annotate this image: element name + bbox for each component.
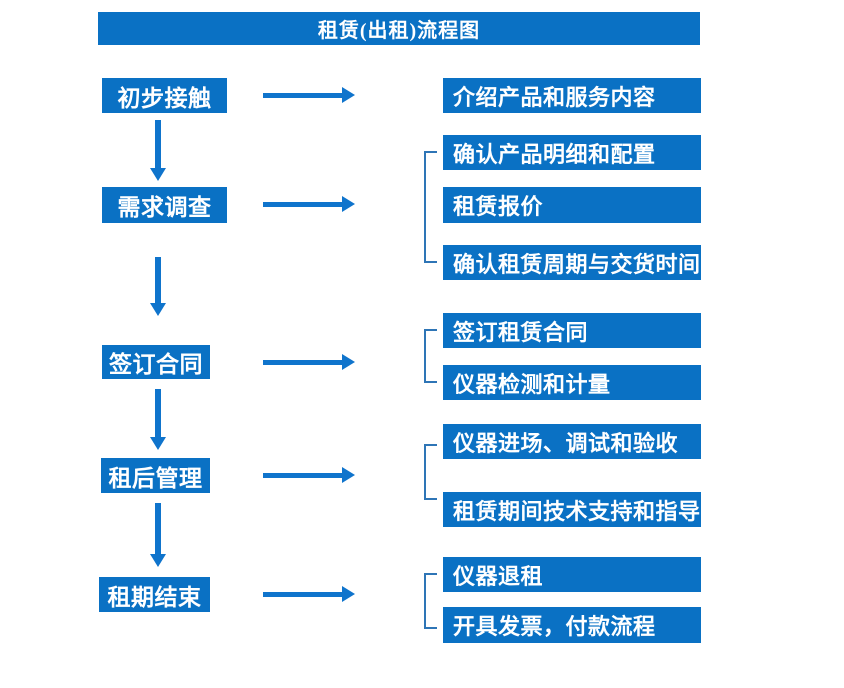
arrow-head bbox=[342, 87, 355, 103]
arrow-shaft bbox=[263, 360, 342, 365]
arrow-head bbox=[342, 354, 355, 370]
stage-box-initial-contact: 初步接触 bbox=[102, 78, 227, 113]
detail-box-confirm-period-delivery: 确认租赁周期与交货时间 bbox=[443, 245, 701, 280]
group-bracket-demand-survey bbox=[424, 151, 437, 263]
stage-box-demand-survey: 需求调查 bbox=[102, 187, 227, 223]
arrow-shaft bbox=[263, 202, 342, 207]
group-bracket-rental-end bbox=[424, 573, 437, 629]
arrow-shaft bbox=[263, 592, 342, 597]
down-arrow-4 bbox=[150, 503, 166, 567]
detail-box-rental-quotation: 租赁报价 bbox=[443, 187, 701, 223]
arrow-head bbox=[150, 303, 166, 316]
right-arrow-rental-end bbox=[263, 586, 355, 602]
arrow-shaft bbox=[263, 473, 342, 478]
detail-box-sign-rental-contract: 签订租赁合同 bbox=[443, 313, 701, 348]
down-arrow-2 bbox=[150, 257, 166, 316]
flowchart-title: 租赁(出租)流程图 bbox=[98, 12, 700, 45]
arrow-shaft bbox=[155, 120, 161, 169]
right-arrow-sign-contract bbox=[263, 354, 355, 370]
arrow-shaft bbox=[155, 257, 161, 304]
arrow-head bbox=[150, 168, 166, 181]
detail-box-instrument-setup-acceptance: 仪器进场、调试和验收 bbox=[443, 424, 701, 459]
group-bracket-post-rental bbox=[424, 444, 437, 500]
arrow-head bbox=[150, 554, 166, 567]
stage-box-sign-contract: 签订合同 bbox=[102, 345, 210, 379]
arrow-head bbox=[150, 437, 166, 450]
arrow-head bbox=[342, 467, 355, 483]
arrow-head bbox=[342, 586, 355, 602]
right-arrow-post-rental bbox=[263, 467, 355, 483]
detail-box-instrument-inspection: 仪器检测和计量 bbox=[443, 365, 701, 400]
detail-box-confirm-product-config: 确认产品明细和配置 bbox=[443, 135, 701, 170]
detail-box-tech-support: 租赁期间技术支持和指导 bbox=[443, 492, 701, 527]
arrow-shaft bbox=[155, 503, 161, 555]
detail-box-introduce-products: 介绍产品和服务内容 bbox=[443, 78, 701, 113]
stage-box-rental-end: 租期结束 bbox=[99, 577, 210, 612]
right-arrow-demand-survey bbox=[263, 196, 355, 212]
stage-box-post-rental-management: 租后管理 bbox=[101, 458, 210, 493]
arrow-shaft bbox=[263, 93, 342, 98]
arrow-shaft bbox=[155, 389, 161, 438]
down-arrow-1 bbox=[150, 120, 166, 181]
detail-box-invoice-payment: 开具发票，付款流程 bbox=[443, 607, 701, 643]
down-arrow-3 bbox=[150, 389, 166, 450]
right-arrow-initial-contact bbox=[263, 87, 355, 103]
arrow-head bbox=[342, 196, 355, 212]
group-bracket-sign-contract bbox=[424, 329, 437, 383]
detail-box-instrument-return: 仪器退租 bbox=[443, 557, 701, 592]
